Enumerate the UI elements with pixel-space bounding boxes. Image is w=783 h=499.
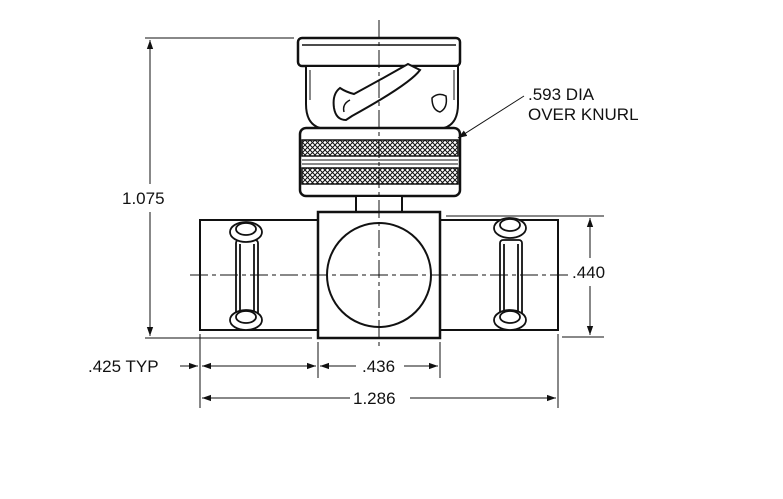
callout-line-1: .593 DIA [528, 85, 595, 104]
callout-line-2: OVER KNURL [528, 105, 639, 124]
dim-center-width: .436 [362, 357, 395, 376]
extension-lines [145, 37, 604, 408]
centerlines [190, 20, 568, 346]
right-bayonet-pins [493, 217, 527, 331]
dim-height-overall: 1.075 [122, 189, 165, 208]
left-bayonet-pins [229, 221, 263, 331]
knurled-ring [298, 126, 462, 198]
dim-overall-width: 1.286 [353, 389, 396, 408]
connector-cap [296, 36, 462, 129]
dim-body-height: .440 [572, 263, 605, 282]
dim-side-length: .425 TYP [88, 357, 159, 376]
dimension-lines [146, 40, 594, 402]
